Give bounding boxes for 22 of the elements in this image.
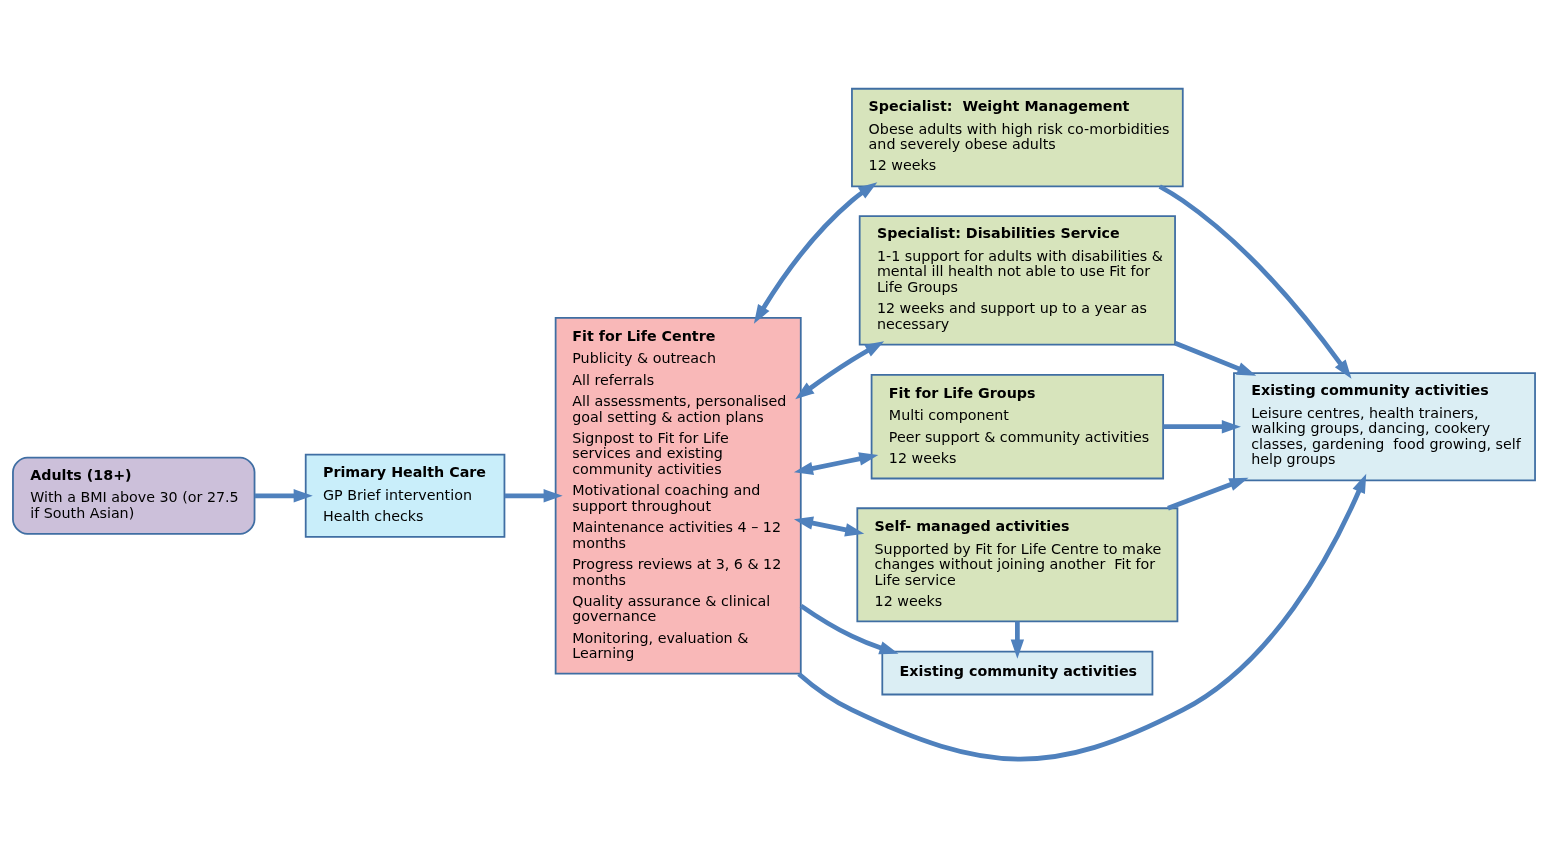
arrow	[795, 340, 885, 399]
node-box: Existing community activities Leisure centres, health trainers, walking groups, dancing, cookery classes, gardening food growing, self help groups	[1233, 371, 1536, 481]
node-box: Adults (18+) With a BMI above 30 (or 27.5 if South Asian)	[12, 456, 256, 535]
arrow	[793, 516, 865, 536]
arrow	[504, 488, 563, 502]
arrow	[753, 181, 878, 324]
node-box: Fit for Life Groups Multi component Peer support & community activities 12 weeks	[870, 373, 1165, 479]
arrow	[1174, 340, 1257, 376]
node-box: Existing community activities	[881, 650, 1154, 695]
node-box: Specialist: Disabilities Service 1-1 support for adults with disabilities & mental ill health not able to use Fit for Life Groups 12 weeks and support up to a year as necessary	[858, 214, 1176, 345]
arrow	[1167, 477, 1249, 510]
node-box: Self- managed activities Supported by Fit for Life Centre to make changes without joining another Fit for Life service 12 weeks	[856, 506, 1179, 622]
arrow	[793, 451, 879, 475]
arrow	[1010, 620, 1025, 659]
arrow	[799, 603, 899, 654]
node-box: Fit for Life Centre Publicity & outreach All referrals All assessments, personalised goal setting & action plans Signpost to Fit for Life services and existing community activities Motivational coaching and support throughout Maintenance activities 4 – 12 months Progress reviews at 3, 6 & 12 months Quality assurance & clinical governance Monitoring, evaluation & Learning	[554, 316, 802, 675]
arrow	[797, 473, 1367, 761]
node-box: Primary Health Care GP Brief intervention Health checks	[304, 453, 506, 538]
node-box: Specialist: Weight Management Obese adults with high risk co-morbidities and severely obese adults 12 weeks	[851, 87, 1184, 187]
arrow	[254, 488, 313, 502]
arrow	[1158, 183, 1352, 379]
arrow	[1163, 419, 1241, 433]
